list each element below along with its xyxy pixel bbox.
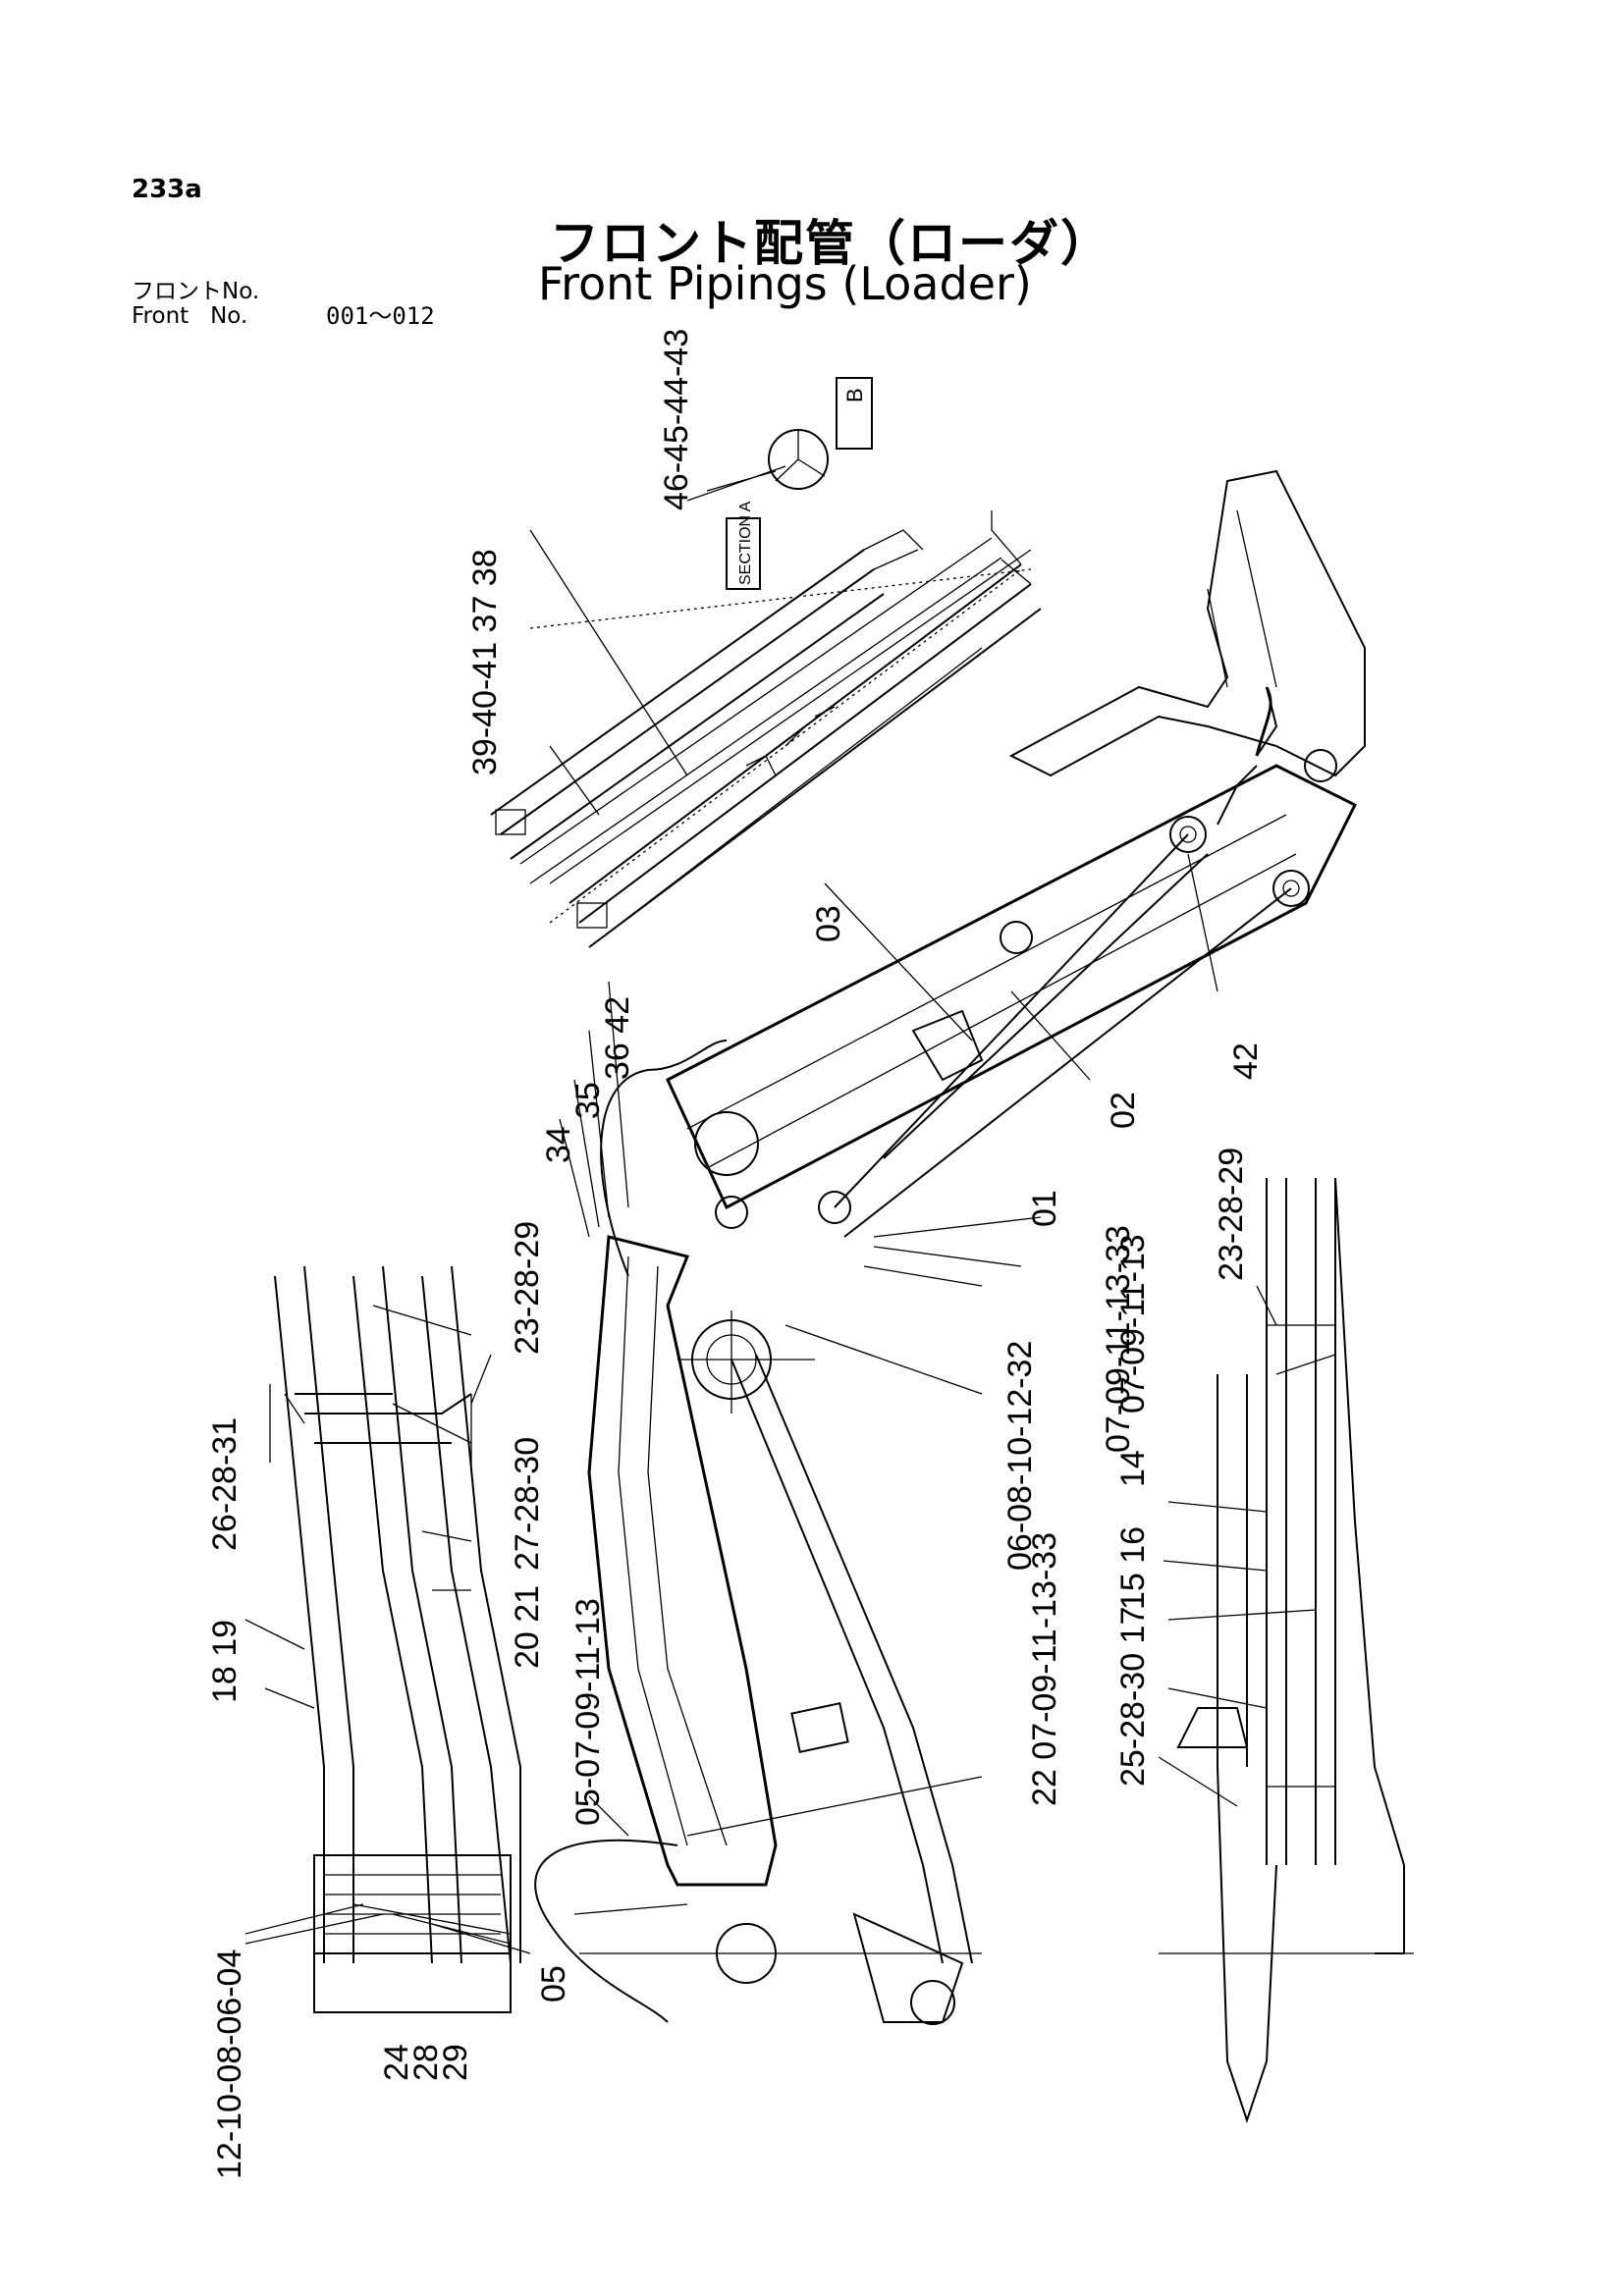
lower-right-detail (1159, 1177, 1414, 2124)
callout-05-13: 05-07-09-11-13 (569, 1598, 607, 1826)
callout-15-16: 15 16 (1114, 1526, 1152, 1610)
callout-34: 34 (540, 1126, 577, 1163)
front-label-jp: フロントNo. (132, 279, 260, 304)
section-a-label: SECTION A (737, 501, 754, 585)
callout-23-28-29-right: 23-28-29 (1213, 1148, 1250, 1281)
callout-29: 29 (437, 2044, 474, 2081)
section-b-label: B (842, 388, 867, 402)
front-label-en: Front No. (132, 303, 248, 329)
callout-23-28-29-left: 23-28-29 (509, 1221, 546, 1355)
callout-26-28-31: 26-28-31 (206, 1417, 243, 1551)
section-a-box (726, 517, 761, 590)
callout-06-32: 06-08-10-12-32 (1001, 1341, 1039, 1571)
boom-arm-assembly (534, 469, 1366, 2025)
callout-35: 35 (569, 1082, 607, 1119)
callout-28: 28 (407, 2044, 445, 2081)
callout-03: 03 (810, 905, 847, 942)
callout-39-38: 39-40-41 37 38 (466, 549, 504, 775)
callout-07-33-right: 07-09-11-13-33 (1100, 1225, 1137, 1453)
lower-left-detail (269, 1265, 521, 2013)
callout-02: 02 (1105, 1092, 1142, 1129)
callout-05: 05 (535, 1965, 572, 2002)
page-number: 233a (132, 175, 202, 204)
callout-01: 01 (1026, 1190, 1063, 1227)
callout-42-right: 42 (1227, 1042, 1265, 1080)
callout-12-04: 12-10-08-06-04 (211, 1949, 248, 2179)
section-b-detail: B (686, 377, 873, 502)
callout-36-42: 36 42 (599, 996, 636, 1080)
callout-22: 22 07-09-11-13-33 (1026, 1532, 1063, 1806)
section-b-box (836, 377, 873, 450)
title-japanese: フロント配管（ローダ） (550, 215, 1111, 272)
callout-20-21: 20 21 (509, 1585, 546, 1669)
section-a-detail: SECTION A (490, 501, 1042, 948)
callout-24: 24 (378, 2044, 415, 2081)
callout-46-43: 46-45-44-43 (658, 329, 695, 510)
callout-07-13: 07-09-11-13 (1114, 1234, 1152, 1414)
leader-lines (244, 470, 1317, 1954)
callout-14: 14 (1114, 1450, 1152, 1487)
callout-27-28-30: 27-28-30 (509, 1437, 546, 1571)
title-english: Front Pipings (Loader) (538, 257, 1032, 310)
front-number-label: フロントNo. Front No. (132, 280, 259, 329)
front-number-range: 001～012 (326, 302, 435, 330)
callout-18-19: 18 19 (206, 1620, 243, 1703)
callout-25-17: 25-28-30 17 (1114, 1607, 1152, 1787)
